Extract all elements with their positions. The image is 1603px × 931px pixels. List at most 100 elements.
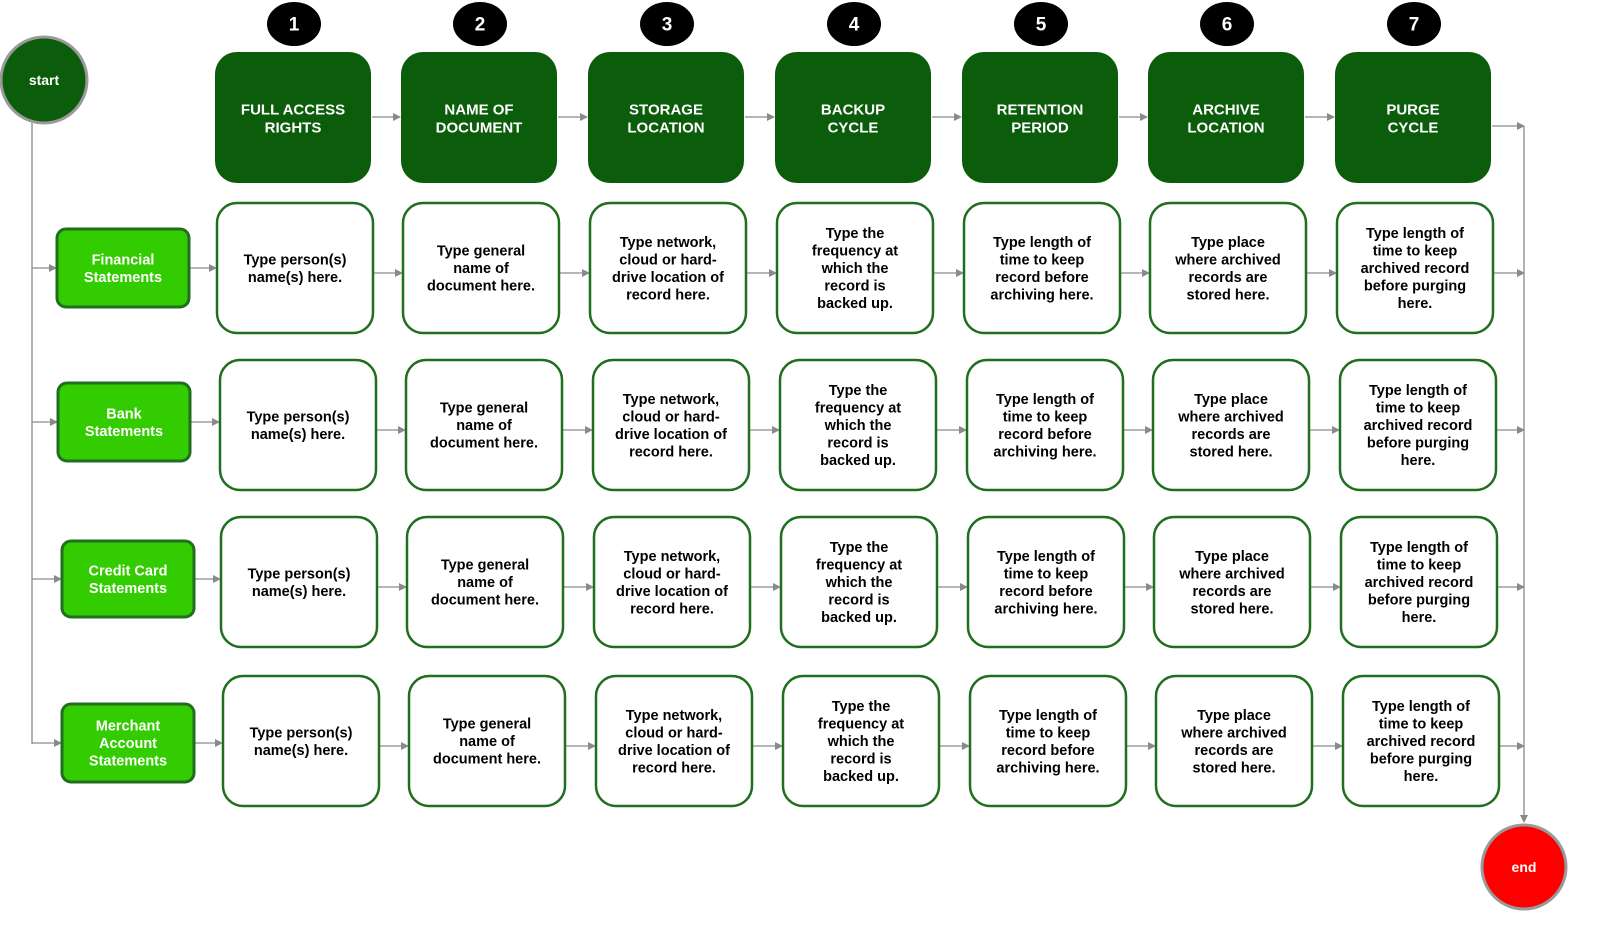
cell-box: [594, 674, 754, 808]
step-2-badge: 2: [453, 2, 507, 46]
step-1-badge: 1: [267, 2, 321, 46]
cell-box: [405, 515, 565, 649]
cell-box: [1152, 515, 1312, 649]
cell-box: [219, 515, 379, 649]
step-number: 3: [662, 15, 673, 36]
cell-box: [966, 515, 1126, 649]
cell-box: [779, 515, 939, 649]
step-number: 1: [289, 15, 300, 36]
cell-text: Type network,cloud or hard-drive locatio…: [612, 235, 724, 304]
cell-text: Type network,cloud or hard-drive locatio…: [616, 549, 728, 618]
start-label: start: [29, 72, 60, 88]
cell-box: [404, 358, 564, 492]
step-number-circle: [827, 2, 881, 46]
start-circle: [0, 35, 89, 125]
cell-box: [781, 674, 941, 808]
header-box: [1335, 52, 1491, 183]
header-box: [962, 52, 1118, 183]
step-number-circle: [640, 2, 694, 46]
row-label-box: [60, 539, 196, 619]
cell-box: [588, 201, 748, 335]
start-node: start: [0, 35, 89, 125]
step-number-circle: [1014, 2, 1068, 46]
end-label: end: [1512, 859, 1537, 875]
header-box: [775, 52, 931, 183]
row-label-box: [60, 702, 196, 784]
step-number: 7: [1409, 15, 1420, 36]
cell-box: [407, 674, 567, 808]
cell-box: [401, 201, 561, 335]
cell-box: [1154, 674, 1314, 808]
cell-row1-step1: Type person(s)name(s) here.: [215, 201, 375, 335]
step-6-badge: 6: [1200, 2, 1254, 46]
step-number-circle: [1200, 2, 1254, 46]
cell-row4-step1: Type person(s)name(s) here.: [221, 674, 381, 808]
end-circle: [1480, 823, 1568, 911]
cell-text: Type person(s)name(s) here.: [248, 566, 351, 600]
cell-box: [592, 515, 752, 649]
step-number-circle: [1387, 2, 1441, 46]
row-label-box: [55, 227, 191, 309]
cell-text: Type network,cloud or hard-drive locatio…: [618, 708, 730, 777]
cell-text: Type person(s)name(s) here.: [250, 725, 353, 759]
cell-row2-step3: Type network,cloud or hard-drive locatio…: [591, 358, 751, 492]
cell-box: [1148, 201, 1308, 335]
cell-box: [965, 358, 1125, 492]
cell-box: [1339, 515, 1499, 649]
cell-box: [1341, 674, 1501, 808]
cell-box: [1151, 358, 1311, 492]
cell-row2-step1: Type person(s)name(s) here.: [218, 358, 378, 492]
connectors: [31, 113, 1528, 823]
cell-box: [962, 201, 1122, 335]
header-box: [1148, 52, 1304, 183]
cell-box: [215, 201, 375, 335]
cell-box: [775, 201, 935, 335]
cell-row3-step1: Type person(s)name(s) here.: [219, 515, 379, 649]
header-box: [588, 52, 744, 183]
